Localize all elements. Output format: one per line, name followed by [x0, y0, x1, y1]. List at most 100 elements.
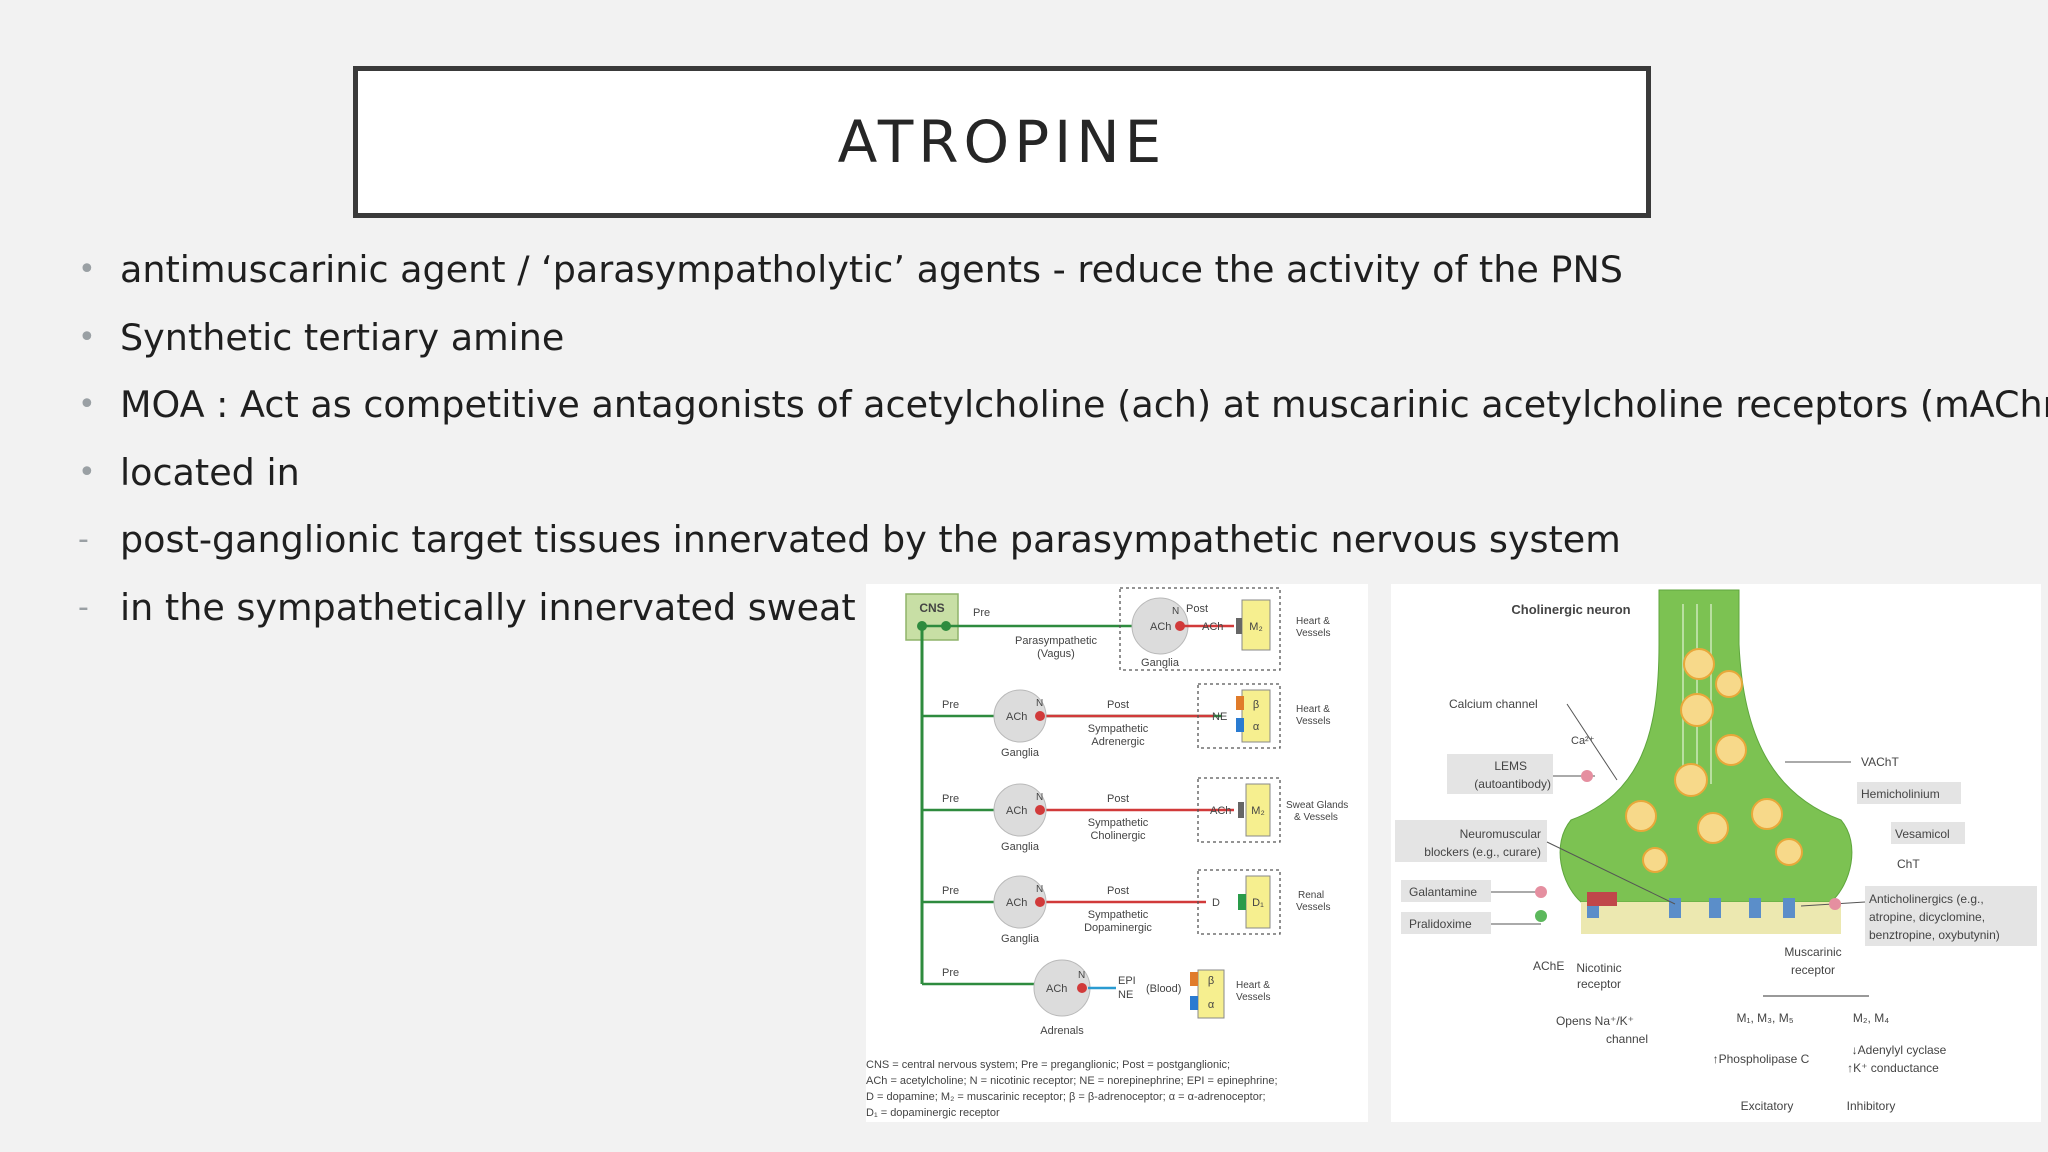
sympathetic-label: Sympathetic: [1088, 909, 1149, 921]
alpha-label: α: [1253, 721, 1260, 733]
parasympathetic-label: Parasympathetic: [1015, 635, 1097, 647]
cns-label: CNS: [919, 601, 944, 615]
synaptic-vesicles: [1625, 648, 1803, 873]
bullet-text: post-ganglionic target tissues innervate…: [120, 518, 1621, 561]
dopaminergic-label: Dopaminergic: [1084, 922, 1152, 934]
nm-blockers-box: [1395, 820, 1547, 862]
alpha-receptor: [1190, 996, 1198, 1010]
bullet-text: located in: [120, 450, 300, 494]
neuromuscular-label: Neuromuscular: [1460, 827, 1541, 841]
bullet-item: •antimuscarinic agent / ‘parasympatholyt…: [78, 240, 1978, 308]
pralidoxime-marker: [1535, 910, 1547, 922]
dash-marker: -: [78, 589, 89, 625]
bullet-item: •MOA : Act as competitive antagonists of…: [78, 375, 2048, 443]
beta-receptor: [1236, 696, 1244, 710]
n-receptor-dot: [1035, 711, 1045, 721]
post-label: Post: [1107, 793, 1129, 805]
nicotinic-label: Nicotinic: [1576, 961, 1621, 975]
n-receptor-label: N: [1172, 606, 1179, 617]
n-receptor-dot: [1035, 897, 1045, 907]
n-receptor-label: N: [1036, 792, 1043, 803]
d1-receptor: [1238, 894, 1246, 910]
muscarinic-label: Muscarinic: [1784, 945, 1841, 959]
heart-label: Heart &: [1296, 704, 1330, 715]
sympathetic-label: Sympathetic: [1088, 723, 1149, 735]
pre-label: Pre: [973, 607, 990, 619]
pre-label: Pre: [942, 885, 959, 897]
calcium-channel-label: Calcium channel: [1449, 697, 1538, 711]
anticholinergics-examples-label: benztropine, oxybutynin): [1869, 928, 2000, 942]
ach-label: ACh: [1046, 983, 1067, 995]
cns-box: [905, 593, 959, 641]
inhibitory-label: Inhibitory: [1847, 1099, 1896, 1113]
vessels-label: Vessels: [1236, 992, 1270, 1003]
m2-receptor: [1236, 618, 1242, 634]
sub-bullet-item: -in the sympathetically innervated sweat…: [78, 578, 1978, 646]
vessels-label: Vessels: [1296, 716, 1330, 727]
sub-bullet-item: -post-ganglionic target tissues innervat…: [78, 510, 1978, 578]
beta-label: β: [1253, 699, 1259, 711]
cht-label: ChT: [1897, 857, 1920, 871]
ache-enzyme: [1587, 892, 1617, 906]
ganglia-label: Ganglia: [1001, 747, 1040, 759]
ne-label: NE: [1212, 711, 1227, 723]
renal-vessels-label: Vessels: [1296, 902, 1330, 913]
bullet-item: •located in: [78, 443, 1978, 511]
bullet-text: Synthetic tertiary amine: [120, 315, 565, 359]
hemicholinium-label: Hemicholinium: [1861, 787, 1940, 801]
title-box: ATROPINE: [353, 66, 1651, 218]
pre-label: Pre: [942, 967, 959, 979]
vagus-label: (Vagus): [1037, 648, 1075, 660]
sweat-glands-label: Sweat Glands: [1286, 800, 1348, 811]
bullet-text: in the sympathetically innervated sweat …: [120, 585, 989, 629]
m24-label: M₂, M₄: [1853, 1011, 1889, 1025]
blood-label: (Blood): [1146, 983, 1181, 995]
ach-label: ACh: [1202, 621, 1223, 633]
legend-line: D = dopamine; M₂ = muscarinic receptor; …: [866, 1091, 1266, 1103]
cholinergic-neuron-figure: Cholinergic neuron Calcium channel Ca²⁺ …: [1391, 584, 2041, 1122]
slide-title: ATROPINE: [837, 108, 1167, 176]
sympathetic-label: Sympathetic: [1088, 817, 1149, 829]
ach-label: ACh: [1006, 897, 1027, 909]
pre-label: Pre: [942, 793, 959, 805]
ach-label: ACh: [1210, 805, 1231, 817]
adrenals-label: Adrenals: [1040, 1025, 1084, 1037]
m2-receptor: [1238, 802, 1244, 818]
hemicholinium-box: [1857, 782, 1961, 804]
channel-label: channel: [1606, 1032, 1648, 1046]
alpha-label: α: [1208, 999, 1215, 1011]
legend-line: ACh = acetylcholine; N = nicotinic recep…: [866, 1075, 1278, 1087]
vacht-label: VAChT: [1861, 755, 1899, 769]
adrenergic-label: Adrenergic: [1091, 736, 1145, 748]
n-receptor-label: N: [1078, 970, 1085, 981]
adenylyl-cyclase-label: ↓Adenylyl cyclase: [1852, 1043, 1947, 1057]
anticholinergics-label: Anticholinergics (e.g.,: [1869, 892, 1984, 906]
ganglia-dashed-box: [1119, 587, 1281, 671]
m135-label: M₁, M₃, M₅: [1736, 1011, 1793, 1025]
d1-label: D₁: [1252, 897, 1264, 909]
anticholinergics-examples-label: atropine, dicyclomine,: [1869, 910, 1985, 924]
n-receptor-label: N: [1036, 884, 1043, 895]
n-receptor-dot: [1077, 983, 1087, 993]
target-dashed-box: [1197, 777, 1281, 843]
m2-label: M₂: [1251, 805, 1264, 817]
pointer-line: [1566, 703, 1618, 781]
d1-target-box: [1245, 875, 1271, 929]
heart-label: Heart &: [1296, 616, 1330, 627]
legend-line: CNS = central nervous system; Pre = preg…: [866, 1059, 1230, 1071]
renal-label: Renal: [1298, 890, 1324, 901]
heart-label: Heart &: [1236, 980, 1270, 991]
bullet-item: •Synthetic tertiary amine: [78, 308, 1978, 376]
legend-line: D₁ = dopaminergic receptor: [866, 1107, 1000, 1119]
bullet-list: •antimuscarinic agent / ‘parasympatholyt…: [78, 240, 2048, 646]
alpha-receptor: [1236, 718, 1244, 732]
lems-marker: [1581, 770, 1593, 782]
lems-label-box: [1447, 754, 1553, 794]
neuron-terminal: [1559, 589, 1853, 903]
adrenoceptor-target-box: [1197, 969, 1225, 1019]
n-receptor-dot: [1175, 621, 1185, 631]
ach-label: ACh: [1150, 621, 1171, 633]
ganglion-circle: [993, 783, 1047, 837]
target-dashed-box: [1197, 869, 1281, 935]
pointer-line: [1546, 841, 1676, 905]
